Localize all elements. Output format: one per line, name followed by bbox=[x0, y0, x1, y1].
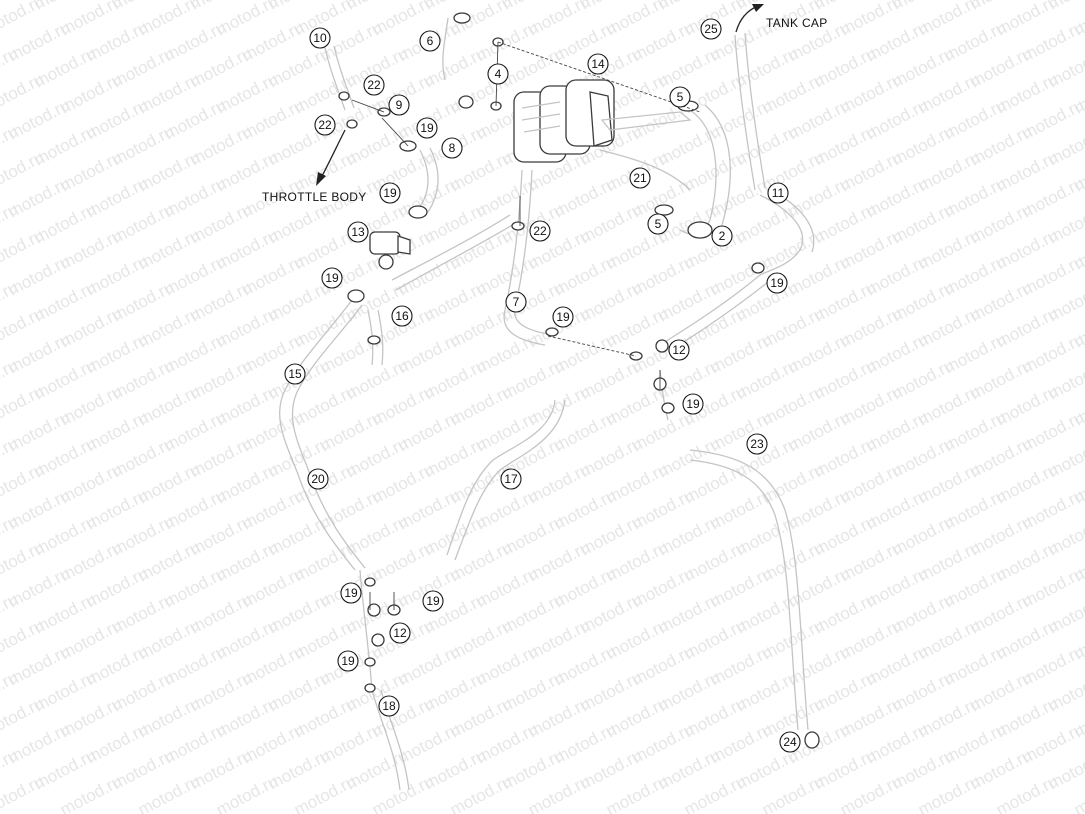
callout-10: 10 bbox=[309, 27, 331, 49]
arrows bbox=[316, 4, 764, 186]
svg-text:22: 22 bbox=[367, 78, 381, 92]
svg-text:19: 19 bbox=[383, 186, 397, 200]
svg-text:19: 19 bbox=[344, 586, 358, 600]
svg-text:5: 5 bbox=[655, 217, 662, 231]
callout-19: 19 bbox=[416, 117, 438, 139]
callout-7: 7 bbox=[505, 291, 527, 313]
callout-9: 9 bbox=[388, 94, 410, 116]
callout-21: 21 bbox=[629, 167, 651, 189]
callout-22: 22 bbox=[314, 114, 336, 136]
callout-22: 22 bbox=[529, 220, 551, 242]
svg-text:16: 16 bbox=[395, 309, 409, 323]
callout-11: 11 bbox=[767, 182, 789, 204]
callout-13: 13 bbox=[347, 221, 369, 243]
callout-19: 19 bbox=[337, 650, 359, 672]
canister bbox=[513, 79, 615, 163]
svg-text:15: 15 bbox=[288, 367, 302, 381]
svg-text:2: 2 bbox=[719, 229, 726, 243]
svg-text:23: 23 bbox=[750, 437, 764, 451]
callout-15: 15 bbox=[284, 363, 306, 385]
callout-19: 19 bbox=[340, 582, 362, 604]
svg-text:14: 14 bbox=[591, 57, 605, 71]
callout-19: 19 bbox=[682, 393, 704, 415]
callout-12: 12 bbox=[668, 339, 690, 361]
callout-19: 19 bbox=[379, 182, 401, 204]
svg-text:19: 19 bbox=[420, 121, 434, 135]
purge-valve bbox=[369, 231, 411, 270]
callout-17: 17 bbox=[500, 468, 522, 490]
label-throttle-body: THROTTLE BODY bbox=[262, 190, 367, 204]
svg-text:21: 21 bbox=[633, 171, 647, 185]
callout-2: 2 bbox=[711, 225, 733, 247]
svg-text:17: 17 bbox=[504, 472, 518, 486]
svg-text:12: 12 bbox=[393, 626, 407, 640]
callout-25: 25 bbox=[700, 18, 722, 40]
callout-6: 6 bbox=[419, 30, 441, 52]
callout-5: 5 bbox=[669, 86, 691, 108]
svg-text:25: 25 bbox=[704, 22, 718, 36]
svg-text:22: 22 bbox=[318, 118, 332, 132]
callout-22: 22 bbox=[363, 74, 385, 96]
svg-text:19: 19 bbox=[556, 310, 570, 324]
callout-8: 8 bbox=[441, 137, 463, 159]
components bbox=[338, 12, 820, 749]
svg-text:19: 19 bbox=[341, 654, 355, 668]
callout-4: 4 bbox=[487, 63, 509, 85]
callout-12: 12 bbox=[389, 622, 411, 644]
svg-text:10: 10 bbox=[313, 31, 327, 45]
svg-text:7: 7 bbox=[513, 295, 520, 309]
callout-5: 5 bbox=[647, 213, 669, 235]
svg-text:22: 22 bbox=[533, 224, 547, 238]
svg-text:18: 18 bbox=[382, 699, 396, 713]
callout-24: 24 bbox=[779, 731, 801, 753]
svg-text:13: 13 bbox=[351, 225, 365, 239]
callout-19: 19 bbox=[552, 306, 574, 328]
svg-text:19: 19 bbox=[770, 276, 784, 290]
callout-14: 14 bbox=[587, 53, 609, 75]
svg-text:8: 8 bbox=[449, 141, 456, 155]
svg-text:19: 19 bbox=[686, 397, 700, 411]
svg-text:12: 12 bbox=[672, 343, 686, 357]
svg-text:4: 4 bbox=[495, 67, 502, 81]
callout-23: 23 bbox=[746, 433, 768, 455]
callout-16: 16 bbox=[391, 305, 413, 327]
callout-19: 19 bbox=[766, 272, 788, 294]
callout-20: 20 bbox=[307, 468, 329, 490]
svg-text:5: 5 bbox=[677, 90, 684, 104]
svg-text:20: 20 bbox=[311, 472, 325, 486]
svg-text:24: 24 bbox=[783, 735, 797, 749]
svg-text:19: 19 bbox=[325, 271, 339, 285]
callout-layer: 10 6 25 22 9 4 14 5 22 19 8 19 21 11 13 … bbox=[284, 18, 801, 753]
label-tank-cap: TANK CAP bbox=[766, 16, 828, 30]
svg-text:9: 9 bbox=[396, 98, 403, 112]
callout-19: 19 bbox=[321, 267, 343, 289]
svg-text:6: 6 bbox=[427, 34, 434, 48]
callout-18: 18 bbox=[378, 695, 400, 717]
svg-text:19: 19 bbox=[426, 594, 440, 608]
svg-text:11: 11 bbox=[772, 186, 785, 200]
callout-19: 19 bbox=[422, 590, 444, 612]
